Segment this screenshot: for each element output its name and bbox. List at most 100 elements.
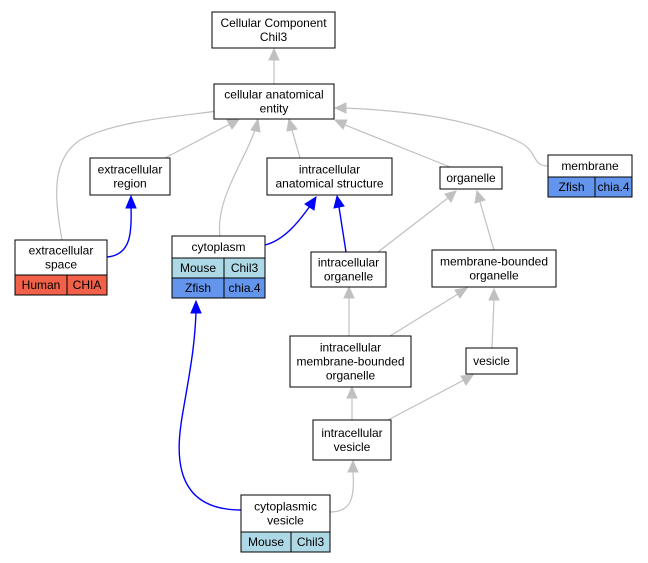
edge-extracellular-space-to-cae [56,109,223,241]
node-label-line: membrane-bounded [440,255,548,269]
node-label-line: anatomical structure [275,177,383,191]
arrow-head [347,459,359,473]
arrow-head [346,385,358,399]
arrow-head [125,194,137,209]
edge-cytoplasmic-vesicle-part-of-cytoplasm [178,311,242,511]
node-box [439,166,503,190]
edge-intracellular-organelle-to-organelle [377,197,449,253]
node-label-line: cytoplasm [191,240,245,254]
node-label-line: intracellular [318,256,379,270]
node-box [465,347,518,375]
edge-extracellular-space-part-of-region [106,206,132,258]
node-box [289,335,412,388]
edge-cytoplasm-to-cae [218,129,256,237]
node-label-line: organelle [324,270,374,284]
edge-ias-to-cae [291,129,301,159]
node-label-line: vesicle [473,354,510,368]
gene-label: Chil3 [297,535,325,549]
node-box [266,157,393,196]
node-box [240,494,331,533]
species-label: Mouse [180,261,216,275]
node-label-line: cellular anatomical [224,88,323,102]
gene-cell [66,274,108,296]
node-label-line: intracellular [320,341,381,355]
edge-intracellular-organelle-part-of-ias [338,206,347,253]
species-label: Mouse [248,535,284,549]
arrow-head [286,117,298,132]
node-box [211,11,336,49]
node-label-line: vesicle [334,440,371,454]
graph-edges [56,47,549,513]
species-label: Zfish [558,180,584,194]
edge-membrane-bounded-organelle-to-organelle [479,201,495,251]
edge-intracellular-vesicle-to-vesicle [387,379,465,421]
node-label-line: intracellular [321,426,382,440]
node-box [312,419,392,461]
gene-label: CHIA [73,278,102,292]
arrow-head [190,299,202,314]
gene-label: Chil3 [231,261,259,275]
edge-extracellular-region-to-cae [164,123,231,159]
arrow-head [333,194,345,209]
edge-membrane-to-cae [344,107,549,167]
node-vesicle[interactable]: vesicle [465,347,518,375]
edge-cytoplasmic-vesicle-to-intracellular-vesicle [329,471,355,513]
node-label-line: organelle [326,369,376,383]
gene-label: chia.4 [597,180,629,194]
node-label-line: entity [260,102,289,116]
gene-cell [223,277,266,299]
arrow-head [333,119,348,130]
gene-label: chia.4 [228,281,260,295]
node-box [310,251,387,288]
node-box [89,157,171,196]
arrow-head [444,190,457,203]
species-label: Human [22,278,61,292]
node-label-line: membrane [561,159,619,173]
gene-cell [594,176,633,198]
species-label: Zfish [185,281,211,295]
edge-imbo-to-membrane-bounded-organelle [389,293,459,337]
node-box [213,83,335,120]
arrow-head [333,102,347,114]
arrow-head [226,117,242,130]
node-label-line: Chil3 [260,30,288,44]
node-label-line: membrane-bounded [296,355,404,369]
node-label-line: Cellular Component [220,16,327,30]
node-organelle[interactable]: organelle [439,166,503,190]
node-label-line: cytoplasmic [254,500,317,514]
gene-cell [290,531,331,553]
node-label-line: extracellular [98,163,163,177]
node-label-line: extracellular [29,244,94,258]
node-box [431,249,557,288]
edge-cytoplasm-part-of-ias [264,205,311,246]
arrow-head [304,195,317,211]
arrow-head [474,189,486,204]
node-box [14,239,108,276]
arrow-head [460,374,475,386]
arrow-head [488,287,500,301]
node-label-line: organelle [469,269,519,283]
arrow-head [343,285,355,299]
edge-vesicle-to-membrane-bounded-organelle [491,299,495,349]
arrow-head [268,47,280,61]
node-label-line: space [45,258,77,272]
edge-organelle-to-cae [344,124,451,168]
node-label-line: intracellular [299,163,360,177]
node-label-line: region [113,177,146,191]
node-label-line: vesicle [267,514,304,528]
node-label-line: organelle [446,171,496,185]
